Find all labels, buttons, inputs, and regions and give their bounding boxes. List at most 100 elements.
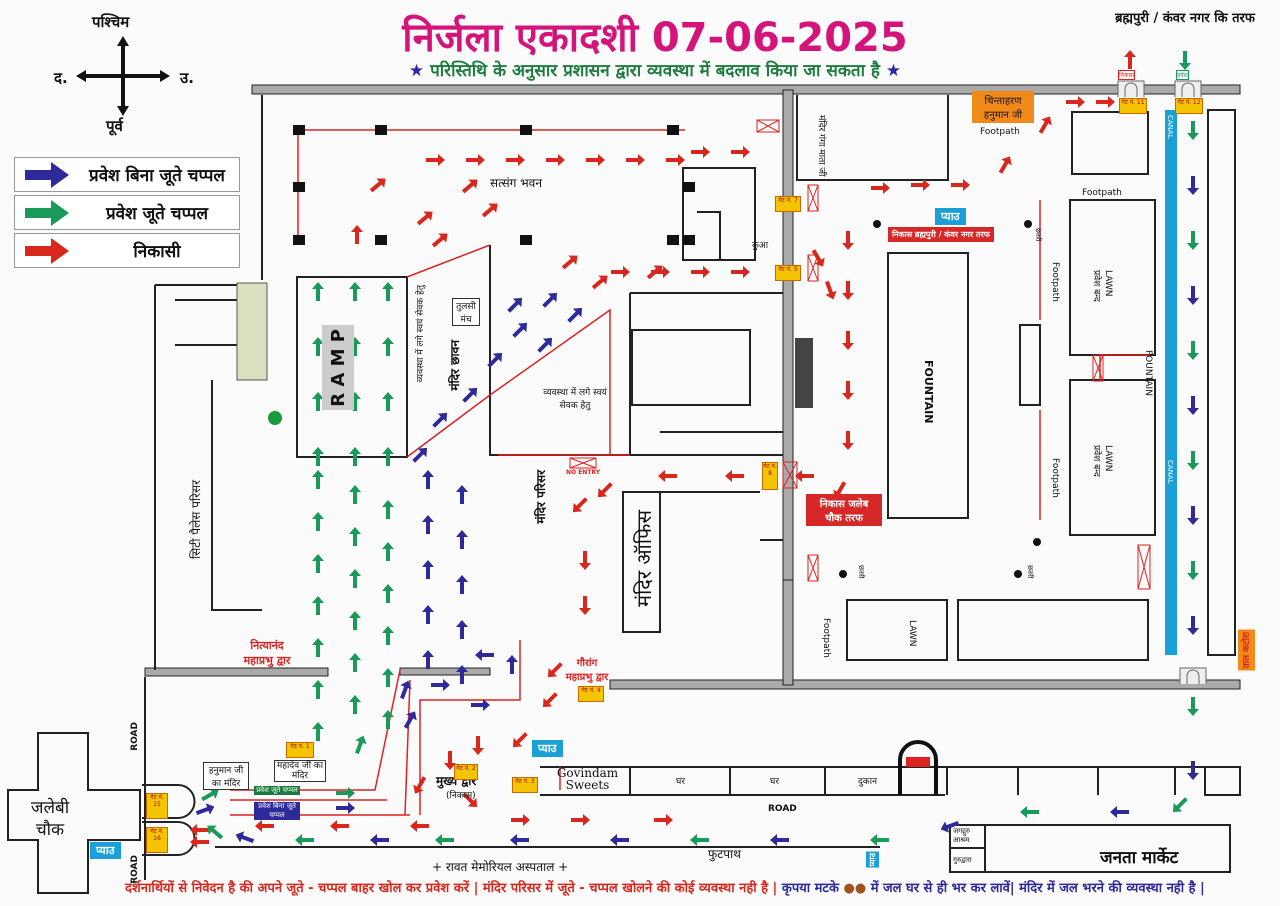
no-entry-marker (782, 461, 798, 489)
red-flow-arrow (561, 255, 578, 270)
blue-flow-arrow (336, 802, 355, 814)
green-flow-arrow (1172, 797, 1188, 813)
red-flow-arrow (413, 776, 427, 794)
green-flow-arrow (349, 485, 361, 504)
barrier-line (419, 640, 521, 815)
green-flow-arrow (312, 337, 324, 356)
exit-jalebi-label: निकास जलेब चौक तरफ (806, 494, 882, 526)
blue-flow-arrow (567, 307, 583, 323)
red-flow-arrow (579, 596, 591, 615)
no-entry-marker (807, 254, 819, 282)
lawn-closed-label: प्रवेश बन्द (1091, 445, 1101, 477)
green-flow-arrow (1179, 51, 1191, 70)
legend-label: निकासी (133, 242, 181, 262)
pillar (293, 182, 305, 192)
blue-flow-arrow (1187, 176, 1199, 195)
green-flow-arrow (349, 695, 361, 714)
blue-flow-arrow (462, 387, 478, 403)
chintaharan-hanuman: चिन्ताहरण हनुमान जी (972, 91, 1034, 123)
mandir-chhavan-label: मंदिर छावन (448, 340, 462, 391)
green-flow-arrow (1187, 697, 1199, 716)
blue-flow-arrow (1187, 286, 1199, 305)
red-flow-arrow (1066, 96, 1085, 108)
janta-market-label: जनता मार्केट (1100, 848, 1179, 868)
pot-icon: ●● (843, 881, 867, 896)
green-flow-arrow (435, 834, 454, 846)
no-entry-cross-icon (756, 119, 780, 133)
map-outline (1204, 766, 1241, 796)
pillar (520, 235, 532, 245)
map-outline (7, 732, 141, 894)
red-flow-arrow (351, 225, 363, 244)
green-flow-arrow (349, 282, 361, 301)
green-flow-arrow (382, 668, 394, 687)
blue-flow-arrow (537, 337, 553, 353)
chhatri-dot (839, 570, 847, 578)
lawn-label: LAWN (907, 620, 917, 647)
arch-sign (906, 757, 930, 767)
red-flow-arrow (842, 381, 854, 400)
green-flow-arrow (312, 722, 324, 741)
green-flow-arrow (312, 512, 324, 531)
barrier-line (406, 394, 491, 458)
footer-notice: दर्शनार्थियों से निवेदन है की अपने जूते … (125, 878, 1280, 896)
compass-south: द. (54, 69, 68, 87)
fountain-label: FOUNTAIN (1143, 350, 1153, 396)
map-outline (887, 252, 969, 519)
gate-arch-icon (1179, 667, 1207, 684)
red-flow-arrow (611, 266, 630, 278)
wall (609, 679, 1241, 690)
green-arrow-icon (25, 199, 69, 226)
wall (782, 579, 794, 686)
fountain-label: FOUNTAIN (922, 360, 935, 424)
red-flow-arrow (542, 692, 558, 708)
red-flow-arrow (825, 280, 837, 300)
road-label: ROAD (130, 722, 140, 751)
map-outline (682, 167, 756, 261)
chhatri-dot (1014, 570, 1022, 578)
red-flow-arrow (579, 551, 591, 570)
jalebi-chowk-label: जलेबी चौक (30, 798, 70, 840)
legend-entry-no-shoes: प्रवेश बिना जूते चप्पल (14, 157, 240, 192)
compass-north: उ. (180, 69, 194, 87)
iron-gate (236, 282, 268, 381)
map-outline (957, 599, 1149, 661)
legend-label: प्रवेश जूते चप्पल (105, 204, 209, 224)
footpath-label: Footpath (980, 127, 1020, 137)
no-entry-label: NO ENTRY (566, 469, 601, 476)
green-flow-arrow (382, 584, 394, 603)
pillar (683, 182, 695, 192)
checkered-floor (795, 338, 813, 408)
house-label: घर (676, 777, 686, 787)
red-flow-arrow (911, 179, 930, 191)
red-flow-arrow (462, 792, 478, 808)
red-flow-arrow (572, 497, 588, 513)
tree-icon (268, 411, 282, 425)
green-flow-arrow (295, 834, 314, 846)
no-entry-marker (807, 184, 819, 212)
map-outline (1019, 324, 1041, 406)
mandir-parisar-label: मंदिर परिसर (534, 470, 548, 524)
tulsi-manch: तुलसी मंच (452, 298, 480, 326)
hospital-label: + रावत मेमोरियल अस्पताल + (432, 860, 569, 874)
road-label: ROAD (768, 804, 797, 814)
subtitle: ★ परिस्तिथि के अनुसार प्रशासन द्वारा व्य… (360, 58, 950, 81)
entry-shoes-tag: प्रवेश जूते चप्पल (254, 786, 300, 795)
green-flow-arrow (349, 611, 361, 630)
gate-1: गेट नं. 1 (286, 742, 314, 758)
red-flow-arrow (547, 662, 563, 678)
pillar (683, 235, 695, 245)
gate-arch-icon (1174, 80, 1202, 97)
chhatri-label: छतरी (1026, 565, 1034, 579)
entry-gate-label: प्रवेश (1176, 70, 1189, 80)
green-flow-arrow (349, 653, 361, 672)
no-entry-cross-icon (569, 457, 597, 469)
green-flow-arrow (382, 282, 394, 301)
green-flow-arrow (201, 788, 219, 802)
kua-label: कुआ (752, 241, 769, 251)
green-flow-arrow (382, 626, 394, 645)
blue-flow-arrow (431, 679, 450, 691)
no-entry-marker (569, 457, 597, 469)
piau-label: प्याउ (532, 740, 563, 757)
